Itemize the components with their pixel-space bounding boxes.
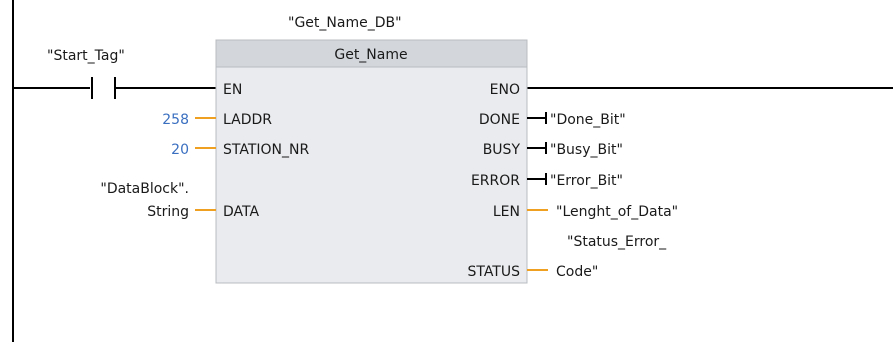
block-body [215,39,528,284]
status-tag-line2[interactable]: Code" [556,264,598,280]
instance-db-label: "Get_Name_DB" [288,15,402,31]
pin-done: DONE [479,112,520,128]
pin-error: ERROR [471,173,520,189]
data-tag-line2[interactable]: String [147,204,189,220]
busy-tag[interactable]: "Busy_Bit" [550,142,623,158]
len-tag[interactable]: "Lenght_of_Data" [556,204,678,220]
error-connector [527,173,547,185]
start-contact[interactable] [91,77,116,99]
pin-len: LEN [493,204,520,220]
pin-en: EN [223,82,242,98]
busy-connector [527,142,547,154]
pin-station-nr: STATION_NR [223,142,309,158]
pin-status: STATUS [467,264,520,280]
done-connector [527,112,547,124]
station-nr-value[interactable]: 20 [171,142,189,158]
done-tag[interactable]: "Done_Bit" [550,112,626,128]
block-name-label: Get_Name [334,47,407,63]
status-tag-line1[interactable]: "Status_Error_ [567,234,667,250]
function-block-get-name[interactable]: Get_Name EN LADDR STATION_NR DATA ENO DO… [215,39,528,284]
pin-laddr: LADDR [223,112,272,128]
pin-eno: ENO [490,82,520,98]
block-header [215,39,528,68]
pin-data: DATA [223,204,259,220]
pin-busy: BUSY [483,142,521,158]
data-tag-line1[interactable]: "DataBlock". [100,181,189,197]
contact-tag-label: "Start_Tag" [47,48,125,64]
laddr-value[interactable]: 258 [162,112,189,128]
error-tag[interactable]: "Error_Bit" [550,173,623,189]
